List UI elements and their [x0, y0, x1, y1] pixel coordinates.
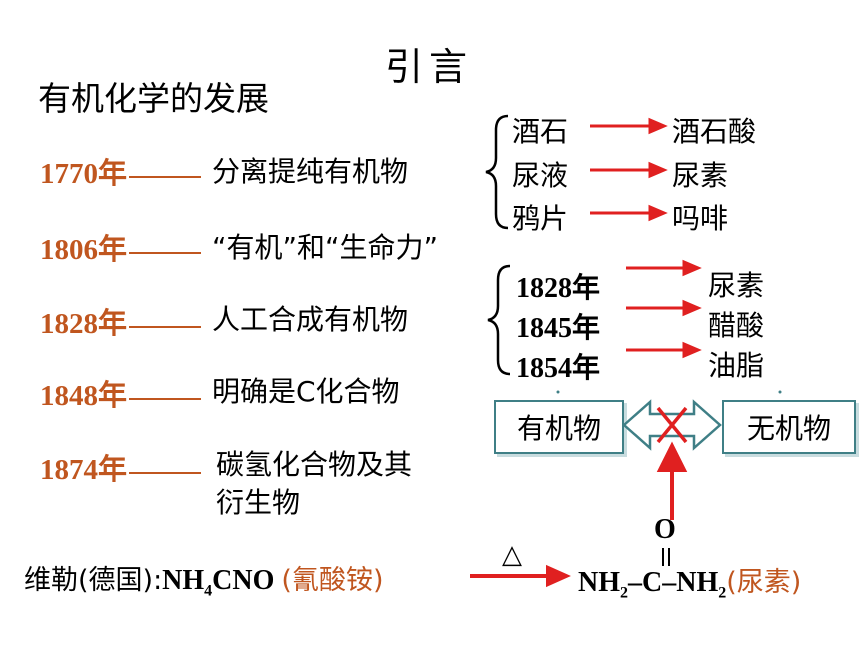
- slide-title: 引言: [385, 45, 474, 89]
- synthesis-year: 1845年: [516, 313, 601, 344]
- arrow-extraction-2: [590, 161, 668, 179]
- timeline-row-1874: 1874年: [40, 446, 202, 488]
- reactant-part: CNO: [212, 565, 275, 596]
- synthesis-product: 尿素: [708, 269, 765, 302]
- cross-icon: [656, 406, 688, 444]
- organic-box: 有机物: [494, 400, 624, 454]
- timeline-row-1770: 1770年: [40, 150, 202, 192]
- timeline-dash: [129, 325, 202, 328]
- timeline-dash: [129, 251, 202, 254]
- reactant-part: NH: [162, 565, 205, 596]
- reactant-name: (氰酸铵): [281, 565, 384, 596]
- arrow-synthesis-3: [626, 341, 702, 359]
- brace-extraction: [485, 114, 509, 230]
- timeline-event: 分离提纯有机物: [212, 155, 409, 188]
- product-part: –C–NH: [628, 567, 719, 598]
- arrow-extraction-1: [590, 117, 668, 135]
- heat-condition-icon: △: [502, 540, 522, 570]
- synthesis-year: 1828年: [516, 273, 601, 304]
- arrow-synthesis-2: [626, 299, 702, 317]
- synthesis-year: 1854年: [516, 353, 601, 384]
- slide-subtitle: 有机化学的发展: [38, 79, 269, 118]
- timeline-year: 1770年: [40, 158, 128, 190]
- timeline-event: 碳氢化合物及其: [216, 448, 413, 481]
- timeline-event: 人工合成有机物: [212, 303, 409, 336]
- timeline-year: 1806年: [40, 234, 128, 266]
- timeline-row-1828: 1828年: [40, 300, 202, 342]
- carbonyl-double-bond: [662, 548, 670, 566]
- product-part: NH: [578, 567, 620, 598]
- reactant-subscript: 4: [204, 582, 213, 600]
- timeline-dash: [129, 471, 202, 474]
- arrow-extraction-3: [590, 204, 668, 222]
- extraction-source: 酒石: [512, 115, 569, 148]
- carbonyl-oxygen: O: [654, 514, 676, 545]
- timeline-row-1806: 1806年: [40, 226, 202, 268]
- arrow-synthesis-1: [626, 259, 702, 277]
- synthesis-product: 醋酸: [708, 309, 765, 342]
- extraction-product: 酒石酸: [672, 115, 757, 148]
- timeline-dash: [129, 397, 202, 400]
- brace-synthesis: [487, 264, 511, 376]
- timeline-year: 1874年: [40, 454, 128, 486]
- reaction-reactant: 维勒(德国):NH4CNO (氰酸铵): [24, 558, 383, 601]
- timeline-event-continued: 衍生物: [216, 486, 301, 519]
- timeline-year: 1848年: [40, 380, 128, 412]
- product-name: (尿素): [726, 567, 802, 598]
- timeline-event: “有机”和“生命力”: [212, 231, 439, 264]
- product-subscript: 2: [718, 584, 727, 602]
- timeline-dash: [129, 175, 202, 178]
- arrow-up-red: [656, 441, 688, 520]
- extraction-source: 鸦片: [512, 202, 569, 235]
- reaction-prefix: 维勒(德国):: [24, 565, 163, 596]
- product-subscript: 2: [620, 584, 628, 602]
- extraction-source: 尿液: [512, 159, 569, 192]
- arrow-reaction: [470, 564, 571, 588]
- timeline-event: 明确是C化合物: [212, 375, 400, 408]
- reaction-product: NH2–C–NH2(尿素): [578, 560, 801, 603]
- inorganic-box: 无机物: [722, 400, 856, 454]
- timeline-year: 1828年: [40, 308, 128, 340]
- extraction-product: 吗啡: [672, 202, 729, 235]
- extraction-product: 尿素: [672, 159, 729, 192]
- synthesis-product: 油脂: [708, 349, 765, 382]
- timeline-row-1848: 1848年: [40, 372, 202, 414]
